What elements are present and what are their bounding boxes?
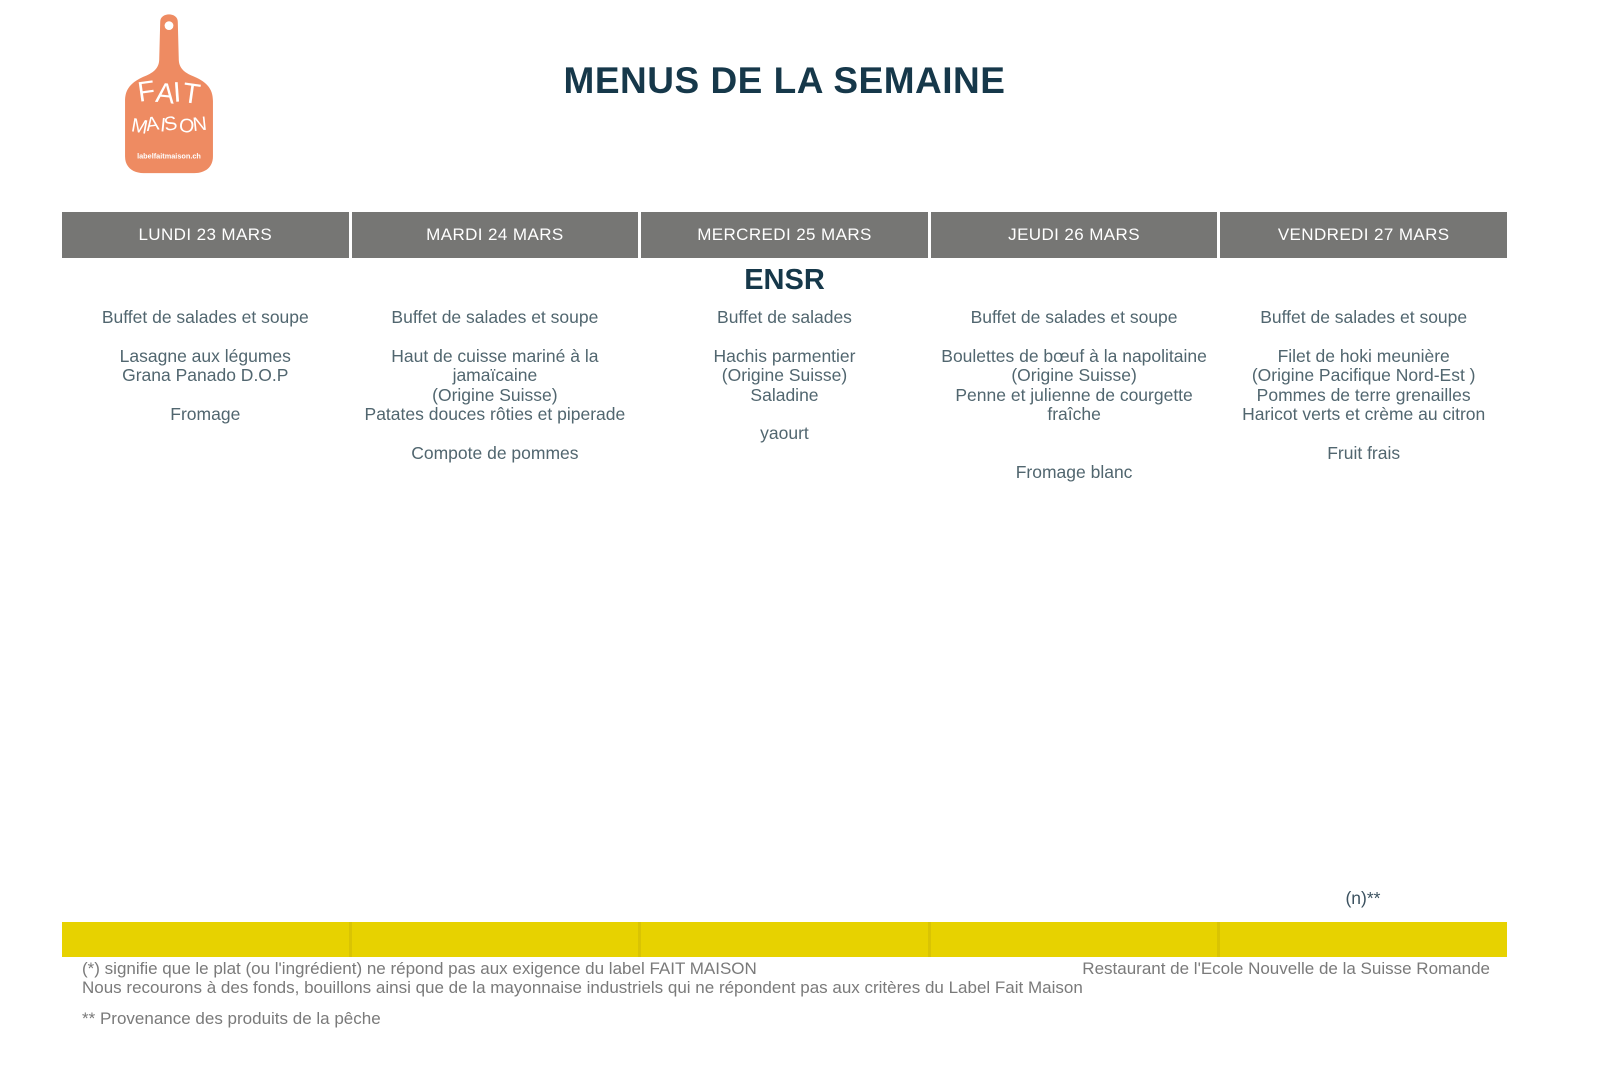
yellow-bar-segment [62,922,349,957]
day-header-row: LUNDI 23 MARS MARDI 24 MARS MERCREDI 25 … [62,212,1507,258]
menu-main: Haut de cuisse mariné à la jamaïcaine (O… [364,345,626,424]
menu-dessert: yaourt [760,423,809,443]
yellow-bar-segment [1220,922,1507,957]
day-header-lundi: LUNDI 23 MARS [62,212,349,258]
menu-starter: Buffet de salades et soupe [101,307,309,327]
yellow-divider-bar [62,922,1507,957]
day-header-mardi: MARDI 24 MARS [351,212,639,258]
menu-dessert: Fromage [170,403,241,424]
logo-word-maison: MAISON [130,112,208,139]
fait-maison-logo: FAIT MAISON labelfaitmaison.ch [120,10,218,178]
menu-dessert: Fromage blanc [1015,462,1133,482]
menu-grid: Buffet de salades et soupe Lasagne aux l… [62,307,1507,502]
fish-provenance-marker: (n)** [1345,888,1381,908]
menu-column-jeudi: Buffet de salades et soupe Boulettes de … [931,307,1218,502]
yellow-bar-segment [930,922,1218,957]
day-header-jeudi: JEUDI 26 MARS [930,212,1218,258]
menu-main: Lasagne aux légumes Grana Panado D.O.P [119,345,291,385]
footnote-industrial-products: Nous recourons à des fonds, bouillons ai… [82,978,1083,997]
menu-main: Filet de hoki meunière (Origine Pacifiqu… [1242,345,1486,424]
menu-starter: Buffet de salades [717,307,852,327]
yellow-bar-segment [351,922,639,957]
menu-main: Hachis parmentier (Origine Suisse) Salad… [713,345,856,405]
menu-starter: Buffet de salades et soupe [391,307,599,327]
day-header-mercredi: MERCREDI 25 MARS [641,212,928,258]
yellow-bar-segment [641,922,928,957]
cutting-board-icon: FAIT MAISON labelfaitmaison.ch [125,14,213,174]
board-hole [164,21,174,31]
menu-dessert: Compote de pommes [411,442,579,463]
menu-starter: Buffet de salades et soupe [970,307,1178,327]
footnote-fait-maison: (*) signifie que le plat (ou l'ingrédien… [82,959,757,978]
footnote-fish-provenance: ** Provenance des produits de la pêche [82,1009,381,1028]
menu-dessert: Fruit frais [1327,442,1401,463]
logo-url: labelfaitmaison.ch [137,151,201,160]
menu-column-vendredi: Buffet de salades et soupe Filet de hoki… [1220,307,1507,502]
menu-column-lundi: Buffet de salades et soupe Lasagne aux l… [62,307,349,502]
menu-column-mardi: Buffet de salades et soupe Haut de cuiss… [352,307,639,502]
day-header-vendredi: VENDREDI 27 MARS [1220,212,1507,258]
menu-main: Boulettes de bœuf à la napolitaine (Orig… [941,345,1207,424]
restaurant-code-title: ENSR [744,264,825,296]
board-shape [125,14,213,174]
restaurant-name: Restaurant de l'Ecole Nouvelle de la Sui… [1082,959,1490,978]
menu-starter: Buffet de salades et soupe [1260,307,1468,327]
menu-column-mercredi: Buffet de salades Hachis parmentier (Ori… [641,307,928,502]
page-title: MENUS DE LA SEMAINE [563,60,1006,101]
logo-word-fait: FAIT [136,75,203,111]
